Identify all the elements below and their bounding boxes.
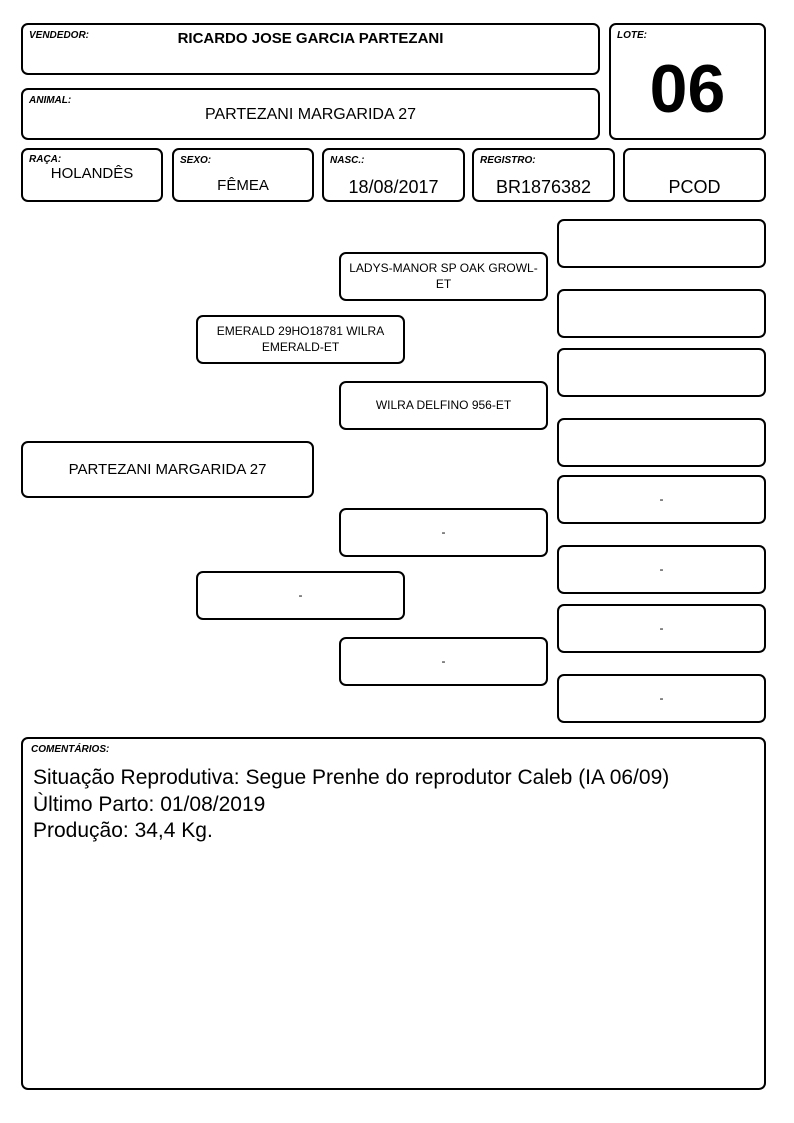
- pedigree-animal: PARTEZANI MARGARIDA 27: [21, 441, 314, 498]
- pedigree-dam: -: [196, 571, 405, 620]
- registro-box: REGISTRO: BR1876382: [472, 148, 615, 202]
- nasc-box: NASC.: 18/08/2017: [322, 148, 465, 202]
- vendedor-value: RICARDO JOSE GARCIA PARTEZANI: [177, 30, 444, 47]
- registro-label: REGISTRO:: [480, 155, 536, 166]
- comments-box: COMENTÁRIOS: Situação Reprodutiva: Segue…: [21, 737, 766, 1090]
- pedigree-sire: EMERALD 29HO18781 WILRA EMERALD-ET: [196, 315, 405, 364]
- pedigree-gen4-6: -: [557, 545, 766, 594]
- vendedor-label: VENDEDOR:: [29, 30, 90, 41]
- sexo-box: SEXO: FÊMEA: [172, 148, 314, 202]
- animal-label: ANIMAL:: [29, 95, 72, 106]
- pedigree-dam-sire: -: [339, 508, 548, 557]
- raca-value: HOLANDÊS: [50, 165, 134, 182]
- pedigree-dam-dam: -: [339, 637, 548, 686]
- pedigree-gen4-8: -: [557, 674, 766, 723]
- sexo-value: FÊMEA: [217, 177, 269, 194]
- lote-label: LOTE:: [617, 30, 647, 41]
- categoria-box: PCOD: [623, 148, 766, 202]
- categoria-value: PCOD: [668, 177, 721, 197]
- animal-box: ANIMAL: PARTEZANI MARGARIDA 27: [21, 88, 600, 140]
- registro-value: BR1876382: [495, 177, 592, 197]
- pedigree-gen4-2: [557, 289, 766, 338]
- pedigree-gen4-5: -: [557, 475, 766, 524]
- raca-label: RAÇA:: [29, 154, 62, 165]
- vendedor-box: VENDEDOR: RICARDO JOSE GARCIA PARTEZANI: [21, 23, 600, 75]
- nasc-label: NASC.:: [330, 155, 365, 166]
- lote-box: LOTE: 06: [609, 23, 766, 140]
- raca-box: RAÇA: HOLANDÊS: [21, 148, 163, 202]
- animal-value: PARTEZANI MARGARIDA 27: [204, 106, 416, 123]
- pedigree-sire-dam: WILRA DELFINO 956-ET: [339, 381, 548, 430]
- pedigree-gen4-7: -: [557, 604, 766, 653]
- comments-text: Situação Reprodutiva: Segue Prenhe do re…: [33, 766, 670, 843]
- nasc-value: 18/08/2017: [348, 177, 439, 197]
- pedigree-gen4-1: [557, 219, 766, 268]
- pedigree-sire-sire: LADYS-MANOR SP OAK GROWL-ET: [339, 252, 548, 301]
- comments-label: COMENTÁRIOS:: [31, 744, 110, 755]
- pedigree-gen4-3: [557, 348, 766, 397]
- pedigree-gen4-4: [557, 418, 766, 467]
- sexo-label: SEXO:: [180, 155, 212, 166]
- lote-value: 06: [649, 51, 726, 127]
